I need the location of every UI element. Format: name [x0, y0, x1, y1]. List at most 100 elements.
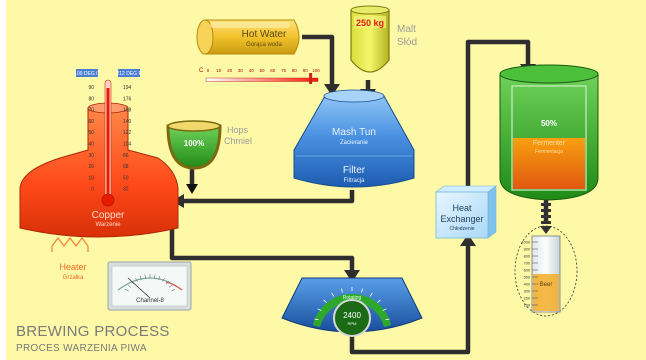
thermometer-fahrenheit-tick: 104 [123, 142, 132, 148]
thermometer-fahrenheit-header [118, 69, 140, 77]
rotary-label: Rotating [343, 295, 362, 301]
temperature-tick-label: 90 [303, 68, 309, 73]
mash-tun[interactable]: Mash Tun Zacieranie Filter Filtracja [293, 89, 415, 188]
thermometer-fahrenheit-tick: 140 [123, 119, 132, 125]
meter-tick [165, 281, 169, 285]
thermometer-fahrenheit-tick: 122 [123, 130, 132, 136]
thermometer-fahrenheit-tick: 32 [123, 187, 129, 193]
arrow-pump-inlet [344, 270, 360, 282]
heat-exchanger-title-line2: Exchanger [440, 214, 483, 224]
temperature-tick-label: 80 [292, 68, 298, 73]
temperature-tick-label: 10 [216, 68, 222, 73]
rotary-tick [323, 299, 327, 303]
fermenter-percent: 50% [541, 119, 557, 128]
temperature-tick-label: 30 [238, 68, 244, 73]
hops-title: Hops [227, 125, 249, 135]
rotary-pump[interactable]: Rotating 2400 RPM [281, 277, 423, 337]
hops-bowl[interactable]: 100% [166, 120, 222, 170]
arrow-hops [186, 184, 198, 194]
meter-tick [154, 274, 156, 279]
rotary-tick [369, 292, 373, 297]
mash-tun-subtitle: Zacieranie [340, 140, 369, 146]
fermenter-window [511, 85, 587, 191]
heater-subtitle: Grzałka [63, 275, 84, 281]
filter-subtitle: Filtracja [343, 178, 365, 184]
hot-water-tank[interactable]: Hot Water Gorąca woda [196, 19, 300, 55]
copper-subtitle: Warzenie [95, 222, 121, 228]
arrow-beer-inlet [540, 226, 552, 234]
beer-tank-tick-label: 100 [524, 304, 530, 308]
beer-tank-title: Beer [540, 282, 553, 288]
beer-level-fill [533, 274, 559, 311]
pipe-hot-water-to-mash-tun [302, 34, 335, 86]
hot-water-title: Hot Water [242, 29, 287, 40]
heat-exchanger[interactable]: Heat Exchanger Chłodzenie [435, 185, 497, 239]
rotary-tick [314, 318, 319, 321]
temperature-tick-label: 100 [312, 68, 320, 73]
rotary-unit: RPM [348, 321, 357, 326]
temperature-tick-label: 20 [227, 68, 233, 73]
beer-tank-tick-label: 1000 [522, 241, 530, 245]
thermometer-fahrenheit-tick: 50 [123, 175, 129, 181]
malt-subtitle: Słód [397, 37, 417, 48]
beer-tank-tick-label: 500 [524, 276, 530, 280]
filter-title: Filter [343, 165, 366, 176]
beer-tank-tick-label: 900 [524, 248, 530, 252]
malt-hopper[interactable]: 250 kg [350, 5, 390, 73]
thermometer-celsius-tick: 40 [88, 142, 94, 148]
temperature-tick-label: 50 [259, 68, 265, 73]
fermenter-subtitle: Fermentacja [535, 149, 563, 155]
rotary-tick [377, 299, 381, 303]
hops-percent: 100% [184, 139, 204, 148]
thermometer-fahrenheit-tick: 194 [123, 85, 132, 91]
rotary-value: 2400 [343, 311, 361, 320]
thermometer-fahrenheit-tick: 86 [123, 153, 129, 159]
fermenter-level-fill [513, 138, 585, 189]
beer-tank-tick-label: 400 [524, 283, 530, 287]
thermometer-celsius-tick: 0 [91, 187, 94, 193]
thermometer-celsius-tick: 50 [88, 130, 94, 136]
temperature-tick-label: 0 [207, 68, 210, 73]
malt-title: Malt [397, 24, 416, 35]
left-margin [0, 0, 6, 360]
rotary-tick [361, 288, 363, 293]
thermometer-celsius-tick: 60 [88, 119, 94, 125]
pipe-filter-to-copper [180, 190, 355, 204]
heater-title: Heater [59, 262, 86, 272]
temperature-tick-label: 40 [249, 68, 255, 73]
beer-tank-tick-label: 800 [524, 255, 530, 259]
pipe-pump-to-heat-exchanger [349, 238, 471, 355]
meter-tick [162, 277, 165, 282]
beer-tank-tick-label: 600 [524, 269, 530, 273]
thermometer-fahrenheit-tick: 68 [123, 164, 129, 170]
pipe-copper-to-pump [169, 228, 355, 272]
footer-title: BREWING PROCESS [16, 323, 170, 340]
arrow-heat-exchanger-inlet [460, 234, 476, 246]
meter-tick [124, 289, 129, 292]
thermometer-celsius-tick: 70 [88, 108, 94, 114]
heat-exchanger-title-line1: Heat [452, 203, 472, 213]
hops-subtitle: Chmiel [224, 136, 252, 146]
thermometer-fahrenheit-header-text: 212 DEG F [116, 71, 141, 77]
meter-tick [158, 275, 161, 280]
heater[interactable]: Heater Grzałka [51, 237, 89, 281]
rotary-tick [331, 292, 335, 297]
hot-water-subtitle: Gorąca woda [246, 42, 282, 48]
meter-tick [127, 284, 132, 288]
meter-tick [171, 289, 176, 292]
fermenter[interactable]: 50% Fermenter Fermentacja [499, 64, 599, 201]
beer-tank-tick-label: 200 [524, 297, 530, 301]
meter-tick [144, 274, 146, 279]
thermometer-mercury [106, 88, 110, 198]
thermometer-fahrenheit-tick: 158 [123, 108, 132, 114]
rotary-tick [382, 308, 387, 311]
mash-tun-title: Mash Tun [332, 127, 376, 138]
beer-tank-tick-label: 300 [524, 290, 530, 294]
fermenter-drain-dashes [541, 203, 551, 224]
temperature-level-marker[interactable] [309, 73, 313, 84]
temperature-bar [205, 77, 319, 82]
thermometer-celsius-tick: 30 [88, 153, 94, 159]
meter-tick [168, 284, 173, 288]
